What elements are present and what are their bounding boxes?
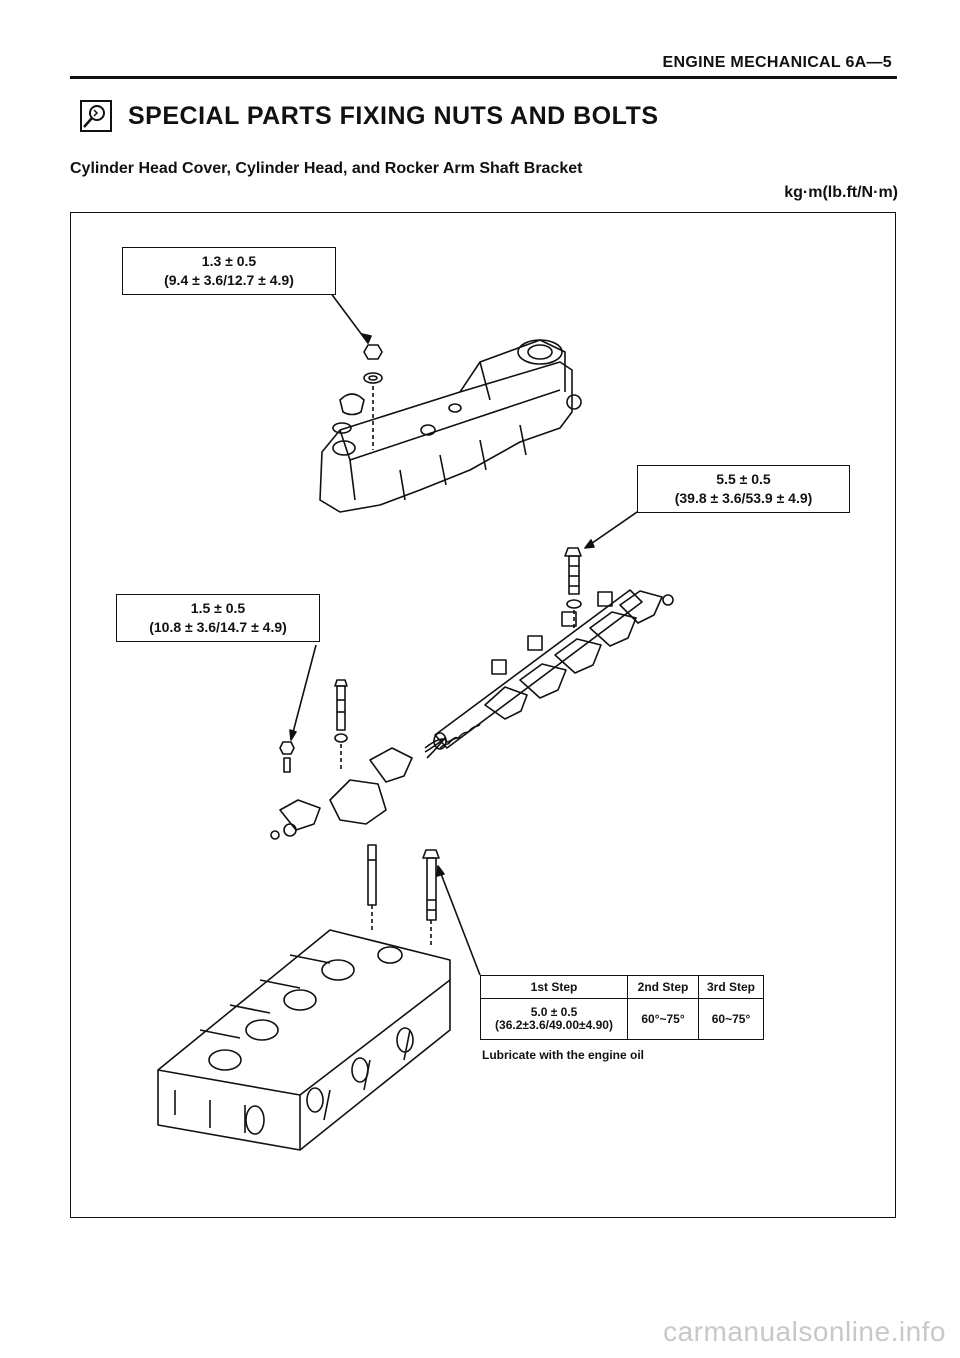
step-header-3: 3rd Step <box>698 975 764 999</box>
diagram-subtitle: Cylinder Head Cover, Cylinder Head, and … <box>70 160 583 177</box>
step-1-value-line2: (36.2±3.6/49.00±4.90) <box>495 1018 613 1032</box>
section-heading: SPECIAL PARTS FIXING NUTS AND BOLTS <box>80 100 659 132</box>
callout-bracket-bolt-line2: (39.8 ± 3.6/53.9 ± 4.9) <box>674 490 813 506</box>
diagram-frame <box>70 212 896 1218</box>
callout-cover-nut-line1: 1.3 ± 0.5 <box>201 253 257 269</box>
step-2-value: 60°~75° <box>627 998 699 1040</box>
page-header-title: ENGINE MECHANICAL 6A—5 <box>662 54 892 71</box>
callout-cover-nut-line2: (9.4 ± 3.6/12.7 ± 4.9) <box>164 272 294 288</box>
watermark-text: carmanualsonline.info <box>663 1316 946 1347</box>
callout-stud-nut-line2: (10.8 ± 3.6/14.7 ± 4.9) <box>149 619 287 635</box>
header-rule <box>70 76 897 79</box>
callout-stud-nut-line1: 1.5 ± 0.5 <box>190 600 246 616</box>
callout-bracket-bolt-torque: 5.5 ± 0.5 (39.8 ± 3.6/53.9 ± 4.9) <box>637 465 850 513</box>
step-3-value: 60~75° <box>698 998 764 1040</box>
step-1-value: 5.0 ± 0.5 (36.2±3.6/49.00±4.90) <box>480 998 628 1040</box>
step-1-value-line1: 5.0 ± 0.5 <box>530 1005 578 1019</box>
magnifier-icon <box>80 100 112 132</box>
step-header-2: 2nd Step <box>627 975 699 999</box>
step-header-1: 1st Step <box>480 975 628 999</box>
lubrication-note: Lubricate with the engine oil <box>482 1048 645 1062</box>
callout-stud-nut-torque: 1.5 ± 0.5 (10.8 ± 3.6/14.7 ± 4.9) <box>116 594 320 642</box>
section-title: SPECIAL PARTS FIXING NUTS AND BOLTS <box>128 101 659 130</box>
callout-bracket-bolt-line1: 5.5 ± 0.5 <box>716 471 771 487</box>
torque-units: kg·m(lb.ft/N·m) <box>784 184 898 201</box>
head-bolt-torque-steps-table: 1st Step 2nd Step 3rd Step 5.0 ± 0.5 (36… <box>480 975 764 1040</box>
callout-cover-nut-torque: 1.3 ± 0.5 (9.4 ± 3.6/12.7 ± 4.9) <box>122 247 336 295</box>
